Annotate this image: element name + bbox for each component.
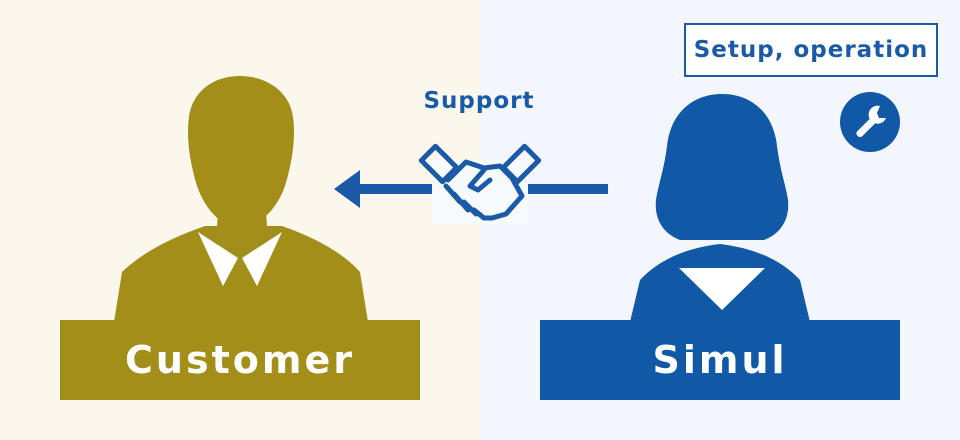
- simul-label: Simul: [540, 320, 900, 400]
- man-silhouette-icon: [114, 76, 368, 322]
- wrench-icon: [840, 92, 900, 152]
- woman-silhouette-icon: [630, 94, 810, 322]
- support-label: Support: [423, 88, 535, 114]
- setup-operation-badge: Setup, operation: [684, 23, 938, 77]
- customer-label: Customer: [60, 320, 420, 400]
- handshake-icon: [418, 143, 542, 224]
